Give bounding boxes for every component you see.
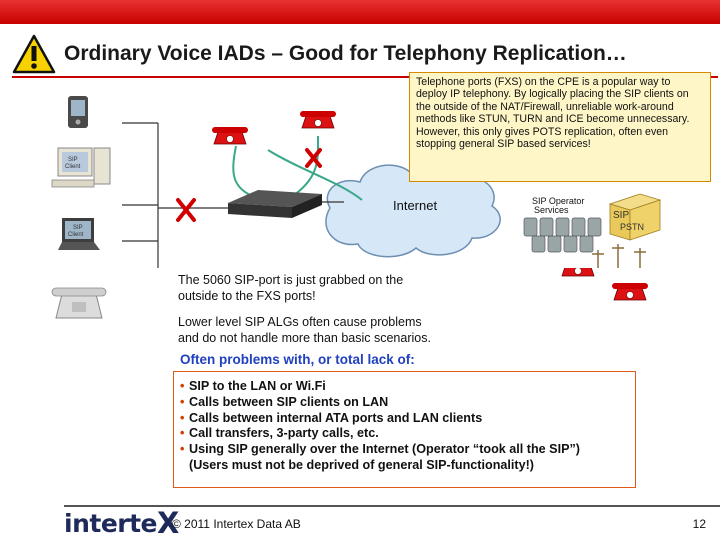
top-red-bar: [0, 0, 720, 24]
title-divider: [12, 76, 718, 78]
list-item: •SIP to the LAN or Wi.Fi: [180, 379, 326, 393]
callout-box: Telephone ports (FXS) on the CPE is a po…: [409, 72, 711, 182]
list-item: •Call transfers, 3-party calls, etc.: [180, 426, 379, 441]
blocked-x-marks: [176, 148, 322, 222]
red-phone-icon: [212, 127, 248, 145]
laptop-icon: SIP Client: [58, 218, 100, 250]
logo-x: X: [157, 506, 179, 540]
pc-client-label: Client: [65, 164, 81, 170]
problems-note: (Users must not be deprived of general S…: [189, 457, 534, 472]
alg-text-line1: Lower level SIP ALGs often cause problem…: [178, 315, 422, 329]
operator-label-2: Services: [534, 205, 569, 215]
sip-gw-label: SIP: [613, 210, 629, 221]
pc-sip-label: SIP: [68, 157, 78, 163]
warning-icon: [12, 34, 56, 74]
network-diagram: Internet SIP Client: [51, 96, 662, 268]
operator-label-1: SIP Operator: [532, 196, 584, 206]
sip-port-text-line2: outside to the FXS ports!: [178, 289, 316, 303]
desk-phone-icon: [51, 287, 107, 319]
pstn-telephone-poles-icon: [592, 244, 646, 268]
logo-text: interte: [64, 508, 158, 538]
sip-port-text-line1: The 5060 SIP-port is just grabbed on the: [178, 273, 404, 287]
internet-label: Internet: [393, 198, 437, 213]
pstn-gw-label: PSTN: [620, 222, 644, 232]
copyright: © 2011 Intertex Data AB: [172, 517, 301, 531]
sip-operator-services: SIP Operator Services: [523, 196, 602, 253]
red-phone-icon: [612, 283, 648, 301]
pda-icon: [68, 96, 88, 128]
internet-cloud: Internet: [325, 162, 501, 258]
laptop-sip-label: SIP: [73, 225, 83, 231]
iad-device: [228, 190, 344, 218]
lan-wiring: [122, 122, 232, 268]
laptop-client-label: Client: [68, 232, 84, 238]
alg-text-line2: and do not handle more than basic scenar…: [178, 331, 431, 345]
page-number: 12: [692, 517, 706, 531]
red-phone-icon: [300, 111, 336, 129]
list-item: •Using SIP generally over the Internet (…: [180, 442, 580, 457]
problems-heading: Often problems with, or total lack of:: [180, 352, 415, 367]
red-phone-icon: [561, 268, 595, 277]
server-icons: [523, 217, 602, 253]
list-item: •Calls between internal ATA ports and LA…: [180, 410, 483, 425]
title-row: Ordinary Voice IADs – Good for Telephony…: [12, 34, 712, 74]
lower-diagram: [51, 268, 648, 319]
problems-box: •SIP to the LAN or Wi.Fi •Calls between …: [173, 371, 636, 488]
page-title: Ordinary Voice IADs – Good for Telephony…: [64, 42, 627, 65]
sip-pstn-gateway: SIP PSTN: [608, 193, 662, 241]
footer-divider: [64, 505, 720, 507]
pc-icon: SIP Client: [51, 147, 111, 188]
list-item: •Calls between SIP clients on LAN: [180, 394, 389, 409]
